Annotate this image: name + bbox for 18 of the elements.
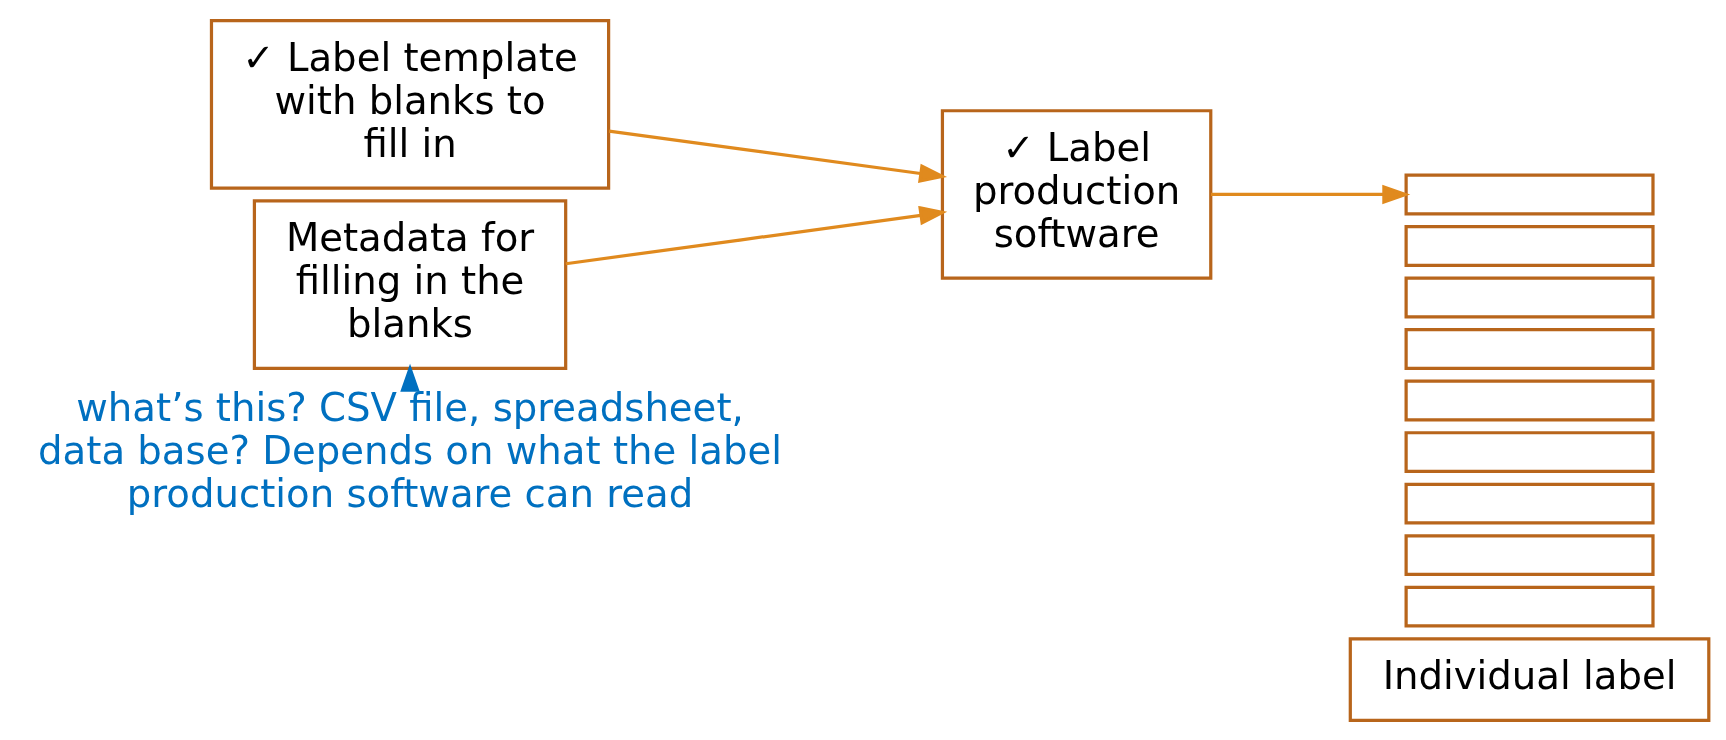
arrow xyxy=(565,205,948,265)
node-text: what’s this? CSV file, spreadsheet, data base? Depends on what the label production software can read xyxy=(38,384,783,516)
node-box xyxy=(1404,379,1655,421)
node-box: Individual label xyxy=(1348,636,1711,722)
node-box xyxy=(1404,327,1655,370)
node-box xyxy=(1404,224,1655,267)
node-box xyxy=(1404,430,1655,473)
node-box xyxy=(1404,173,1655,215)
node-box: Metadata for filling in the blanks xyxy=(252,198,568,370)
arrow xyxy=(608,129,948,183)
node-box xyxy=(1404,585,1655,628)
node-box xyxy=(1404,276,1655,318)
arrow xyxy=(400,363,420,392)
node-box xyxy=(1404,482,1655,525)
node-box xyxy=(1404,533,1655,576)
node-box: ✓ Label template with blanks to fill in xyxy=(209,18,611,190)
arrow xyxy=(1210,184,1411,204)
node-box: ✓ Label production software xyxy=(940,108,1213,280)
